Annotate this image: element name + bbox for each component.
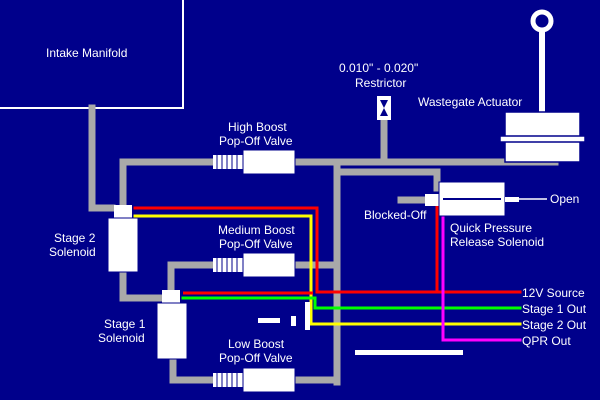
wire-stage1 <box>181 296 522 310</box>
wire-label-stage2: Stage 2 Out <box>522 318 587 332</box>
hose-stage1-to-medium-boost <box>167 261 217 294</box>
low-boost-pop-off-valve <box>213 367 296 393</box>
wire-label-qpr: QPR Out <box>522 334 571 348</box>
medium-boost-label: Medium Boost <box>218 223 295 237</box>
hose-stage2-to-high-boost <box>119 158 217 212</box>
wire-qpr <box>441 198 522 342</box>
hose-stage2-to-stage1 <box>119 266 164 302</box>
connector-mark <box>305 302 310 330</box>
medium-boost-sublabel: Pop-Off Valve <box>219 237 293 251</box>
connector-mark <box>291 316 296 326</box>
low-boost-sublabel: Pop-Off Valve <box>219 351 293 365</box>
intake-manifold-label: Intake Manifold <box>46 46 127 60</box>
restrictor <box>377 96 391 120</box>
hose-to-qpr <box>333 168 441 192</box>
wastegate-actuator <box>499 9 586 163</box>
wire-label-stage1: Stage 1 Out <box>522 302 587 316</box>
stage2-sublabel: Solenoid <box>49 245 96 259</box>
high-boost-label: High Boost <box>228 120 287 134</box>
stage2-label: Stage 2 <box>54 231 96 245</box>
stage1-label: Stage 1 <box>104 317 146 331</box>
low-boost-label: Low Boost <box>228 337 285 351</box>
hose-manifold-to-stage2 <box>88 104 116 212</box>
quick-pressure-release-solenoid <box>425 181 519 217</box>
medium-boost-pop-off-valve <box>213 252 296 278</box>
open-label: Open <box>550 192 579 206</box>
wire-12v <box>133 206 522 294</box>
wastegate-actuator-label: Wastegate Actuator <box>418 95 522 109</box>
stage1-solenoid <box>156 290 188 360</box>
stage2-solenoid <box>107 205 139 273</box>
connector-mark <box>258 318 280 323</box>
restrictor-label: Restrictor <box>355 76 406 90</box>
high-boost-sublabel: Pop-Off Valve <box>219 134 293 148</box>
wire-stage2 <box>133 214 522 326</box>
qpr-sublabel: Release Solenoid <box>450 235 544 249</box>
restrictor-size-label: 0.010" - 0.020" <box>339 61 418 75</box>
wire-label-12v: 12V Source <box>522 286 585 300</box>
intake-manifold-outline <box>0 0 184 109</box>
control-wires <box>133 198 522 342</box>
blocked-off-label: Blocked-Off <box>364 208 427 222</box>
high-boost-pop-off-valve <box>213 149 296 175</box>
hose-stage1-to-low-boost <box>169 354 217 384</box>
connector-mark <box>355 350 463 355</box>
stage1-sublabel: Solenoid <box>98 331 145 345</box>
qpr-label: Quick Pressure <box>450 221 532 235</box>
